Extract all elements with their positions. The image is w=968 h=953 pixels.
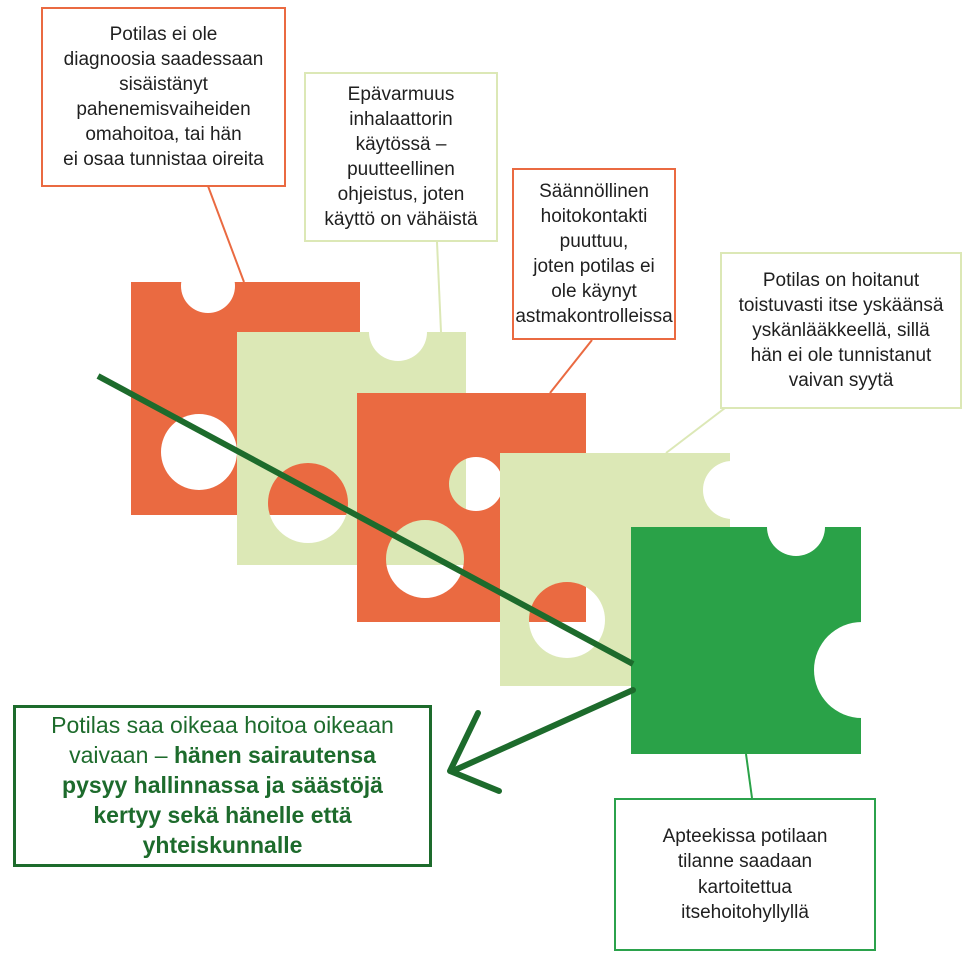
cheese-slice-5 [631,527,861,754]
factor-box-care-contact: Säännöllinen hoitokontakti puuttuu, jote… [512,168,676,340]
result-arrow-shaft [452,687,636,773]
outcome-text-normal: Potilas saa oikeaa hoitoa oikeaan vaivaa… [51,712,394,769]
pharmacy-box: Apteekissa potilaan tilanne saadaan kart… [614,798,876,951]
trajectory-arrow-line [96,373,635,667]
factor-box-cough: Potilas on hoitanut toistuvasti itse ysk… [720,252,962,409]
connector-line-pharmacy [745,753,753,799]
outcome-box: Potilas saa oikeaa hoitoa oikeaan vaivaa… [13,705,432,867]
connector-line-diagnosis [207,185,245,283]
factor-box-diagnosis: Potilas ei ole diagnoosia saadessaan sis… [41,7,286,187]
result-arrow-head [447,710,502,794]
outcome-text-bold: hänen sairautensa pysyy hallinnassa ja s… [62,742,383,858]
connector-line-cough [665,407,726,454]
connector-line-inhaler [436,241,442,333]
connector-line-contact [549,339,593,394]
factor-box-inhaler: Epävarmuus inhalaattorin käytössä – puut… [304,72,498,242]
outcome-text: Potilas saa oikeaa hoitoa oikeaan vaivaa… [38,711,407,860]
